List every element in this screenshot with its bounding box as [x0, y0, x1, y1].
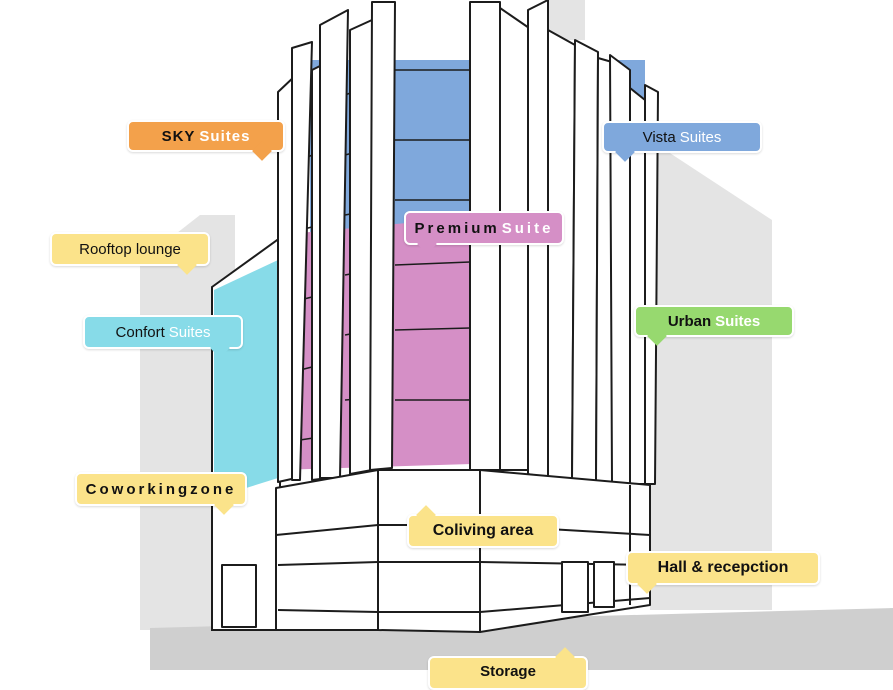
- callout-confort-main: Confort: [115, 323, 165, 341]
- callout-rooftop-lounge: Rooftop lounge: [50, 232, 210, 275]
- callout-storage: Storage: [428, 647, 588, 690]
- callout-coworking-main: Coworkingzone: [85, 480, 237, 498]
- callout-confort-suites: Confort Suites: [83, 315, 243, 358]
- callout-premium-accent: Suite: [501, 219, 554, 237]
- podium: [221, 469, 651, 633]
- callout-urban-accent: Suites: [715, 312, 761, 330]
- callout-vista-suites: Vista Suites: [602, 121, 762, 162]
- background-building-right: [650, 140, 772, 610]
- callout-coworking-zone: Coworkingzone: [75, 472, 247, 515]
- callout-coliving-main: Coliving area: [432, 522, 534, 539]
- callout-premium-suite: Premium Suite: [404, 211, 564, 254]
- callout-coliving-area: Coliving area: [407, 505, 559, 548]
- callout-vista-main: Vista: [642, 128, 676, 146]
- annex-glass: [214, 260, 278, 498]
- callout-sky-accent: Suites: [199, 127, 251, 145]
- callout-urban-suites: Urban Suites: [634, 305, 794, 346]
- callout-urban-main: Urban: [667, 312, 712, 330]
- callout-storage-main: Storage: [480, 663, 536, 680]
- callout-confort-accent: Suites: [168, 323, 211, 341]
- callout-premium-main: Premium: [414, 219, 500, 237]
- callout-vista-accent: Suites: [679, 128, 722, 146]
- callout-sky-main: SKY: [161, 127, 196, 145]
- callout-hall-main: Hall & recepction: [657, 559, 789, 576]
- callout-sky-suites: SKY Suites: [127, 120, 285, 161]
- callout-hall-reception: Hall & recepction: [626, 551, 820, 594]
- callout-rooftop-main: Rooftop lounge: [79, 240, 181, 258]
